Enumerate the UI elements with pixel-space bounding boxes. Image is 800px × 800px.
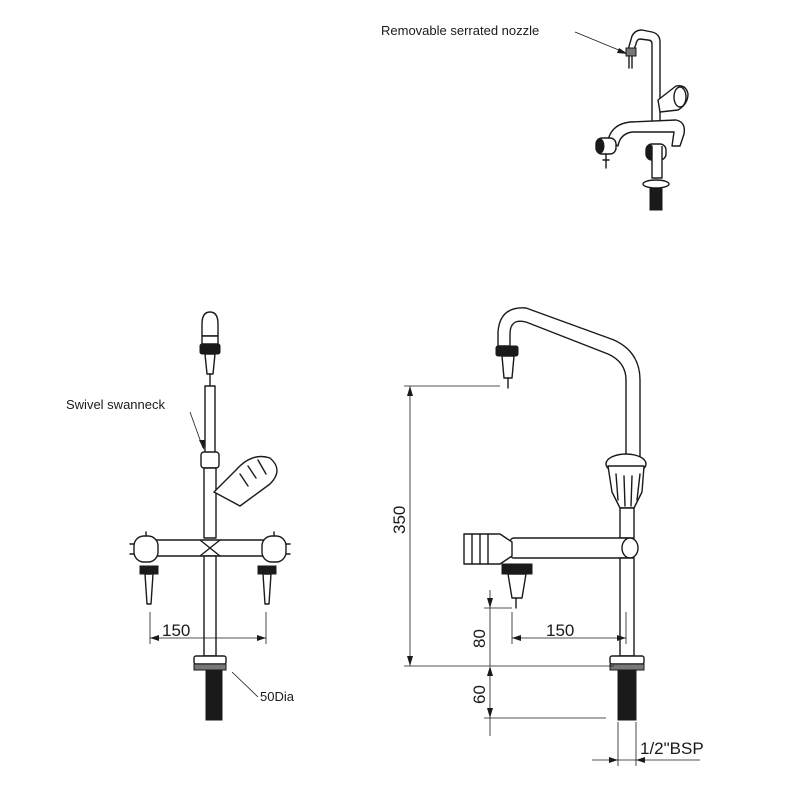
side-lower-knob-grip xyxy=(471,533,489,565)
front-swivel-joint xyxy=(200,451,220,469)
leader-50dia xyxy=(231,671,259,698)
iso-nozzle-collar xyxy=(625,47,637,57)
label-removable-nozzle: Removable serrated nozzle xyxy=(381,23,539,38)
iso-stem xyxy=(651,146,663,179)
front-right-collar xyxy=(257,565,277,575)
iso-left-knob-face xyxy=(595,138,605,154)
front-right-knob-grip xyxy=(273,531,291,555)
side-arm-end xyxy=(621,537,639,559)
label-50dia: 50Dia xyxy=(260,689,295,704)
front-knob-grip-lines xyxy=(239,459,267,487)
dim-350-arrow-top xyxy=(407,386,413,396)
front-cross-junction xyxy=(199,539,221,557)
leader-swanneck-arrow xyxy=(199,440,205,450)
front-shank xyxy=(205,669,223,721)
side-horizontal-arm xyxy=(509,537,633,559)
iso-nozzle xyxy=(628,55,633,69)
front-view: Swivel swanneck 50Dia 150 xyxy=(66,311,295,721)
side-nozzle-collar xyxy=(495,345,519,357)
dim-front-width: 150 xyxy=(162,621,190,640)
side-outlet xyxy=(507,573,527,599)
dim-side-outlet: 80 xyxy=(470,629,489,648)
side-lower-pipe xyxy=(619,557,635,657)
iso-cross-arms xyxy=(607,119,686,147)
side-base-flange xyxy=(609,655,645,665)
dim-side-shank: 60 xyxy=(470,685,489,704)
side-shank xyxy=(617,669,637,721)
dim-60-arrow xyxy=(487,708,493,718)
leader-nozzle-arrow xyxy=(617,48,628,54)
front-lower-pipe xyxy=(203,555,217,657)
dim-thread: 1/2"BSP xyxy=(640,739,704,758)
side-nozzle xyxy=(501,355,515,379)
dim-front-arrow-left xyxy=(150,635,159,641)
front-right-outlet xyxy=(262,573,272,605)
front-nozzle-collar xyxy=(199,343,221,355)
iso-base-flange xyxy=(642,179,670,189)
dim-thread-arrow-right xyxy=(636,757,645,763)
front-swanneck xyxy=(201,311,219,337)
leader-nozzle xyxy=(574,31,627,54)
dim-front-arrow-right xyxy=(257,635,266,641)
side-swanneck xyxy=(497,307,641,459)
front-middle-pipe xyxy=(203,467,217,539)
front-left-knob-grip xyxy=(129,531,147,555)
dim-side-arrow-left xyxy=(512,635,521,641)
iso-left-outlet xyxy=(602,153,610,169)
front-base-flange xyxy=(193,655,227,665)
iso-swanneck xyxy=(627,29,661,131)
dim-side-height: 350 xyxy=(390,506,409,534)
front-left-collar xyxy=(139,565,159,575)
side-outlet-collar xyxy=(501,563,533,575)
front-left-knob xyxy=(133,535,159,563)
front-nozzle-ring xyxy=(201,335,219,345)
dim-thread-arrow-left xyxy=(609,757,618,763)
dim-80-arrow-bottom xyxy=(487,666,493,676)
dim-80-arrow-top xyxy=(487,598,493,608)
side-view: 350 150 80 60 1/2"BSP xyxy=(390,307,704,766)
side-valve-stem xyxy=(619,507,635,539)
dim-350-arrow-bottom xyxy=(407,656,413,666)
front-nozzle xyxy=(204,353,216,375)
front-base-ring xyxy=(193,663,227,671)
label-swivel-swanneck: Swivel swanneck xyxy=(66,397,165,412)
iso-upper-knob xyxy=(657,84,689,113)
front-left-outlet xyxy=(144,573,154,605)
dim-side-arrow-right xyxy=(617,635,626,641)
front-right-knob xyxy=(261,535,287,563)
front-upper-pipe xyxy=(204,385,216,457)
dim-side-width: 150 xyxy=(546,621,574,640)
iso-shank xyxy=(649,187,663,211)
iso-upper-knob-face xyxy=(673,86,687,108)
isometric-view: Removable serrated nozzle xyxy=(381,23,689,211)
side-base-ring xyxy=(609,663,645,671)
side-knob-grip-lines xyxy=(615,473,641,507)
